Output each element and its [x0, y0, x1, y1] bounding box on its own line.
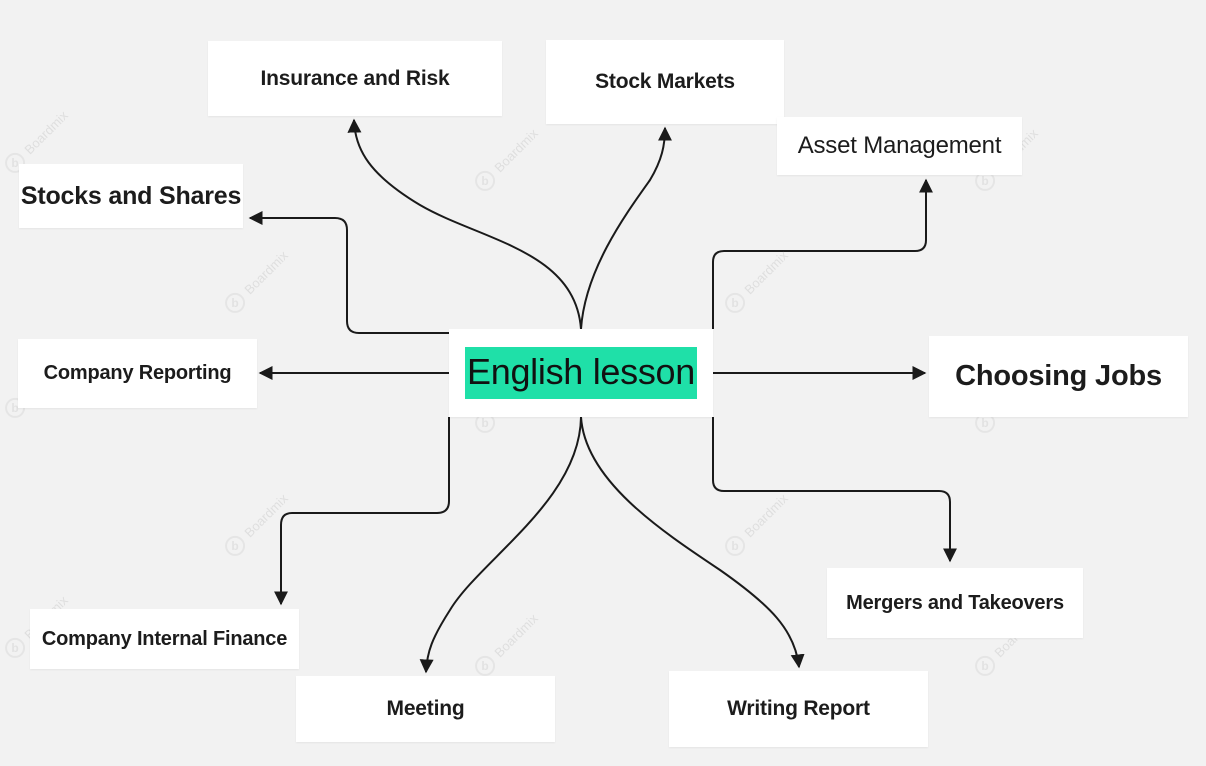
connector-stocks-shares — [248, 211, 449, 334]
connector-internal-finance — [274, 417, 450, 606]
node-label: Insurance and Risk — [260, 66, 450, 90]
central-topic-label: English lesson — [465, 347, 697, 399]
node-label: Mergers and Takeovers — [846, 591, 1064, 614]
node-company-internal-finance[interactable]: Company Internal Finance — [30, 609, 299, 669]
node-label: Choosing Jobs — [955, 360, 1162, 392]
node-insurance-and-risk[interactable]: Insurance and Risk — [208, 41, 502, 116]
node-label: Asset Management — [797, 132, 1002, 159]
node-company-reporting[interactable]: Company Reporting — [18, 339, 257, 408]
node-asset-management[interactable]: Asset Management — [777, 117, 1022, 175]
central-topic[interactable]: English lesson — [449, 329, 713, 417]
node-stock-markets[interactable]: Stock Markets — [546, 40, 784, 124]
node-label: Meeting — [386, 697, 465, 720]
connector-meeting — [419, 416, 582, 674]
node-meeting[interactable]: Meeting — [296, 676, 555, 742]
node-label: Writing Report — [727, 697, 870, 720]
node-mergers-and-takeovers[interactable]: Mergers and Takeovers — [827, 568, 1083, 638]
node-choosing-jobs[interactable]: Choosing Jobs — [929, 336, 1188, 417]
connector-asset-management — [712, 178, 933, 329]
connector-stock-markets — [580, 126, 672, 330]
connector-insurance — [347, 118, 582, 330]
node-stocks-and-shares[interactable]: Stocks and Shares — [19, 164, 243, 228]
node-label: Company Internal Finance — [41, 627, 288, 650]
node-writing-report[interactable]: Writing Report — [669, 671, 928, 747]
connector-writing-report — [580, 416, 805, 669]
node-label: Company Reporting — [43, 362, 232, 384]
connector-mergers — [712, 417, 957, 563]
node-label: Stock Markets — [595, 70, 735, 93]
node-label: Stocks and Shares — [20, 181, 242, 210]
